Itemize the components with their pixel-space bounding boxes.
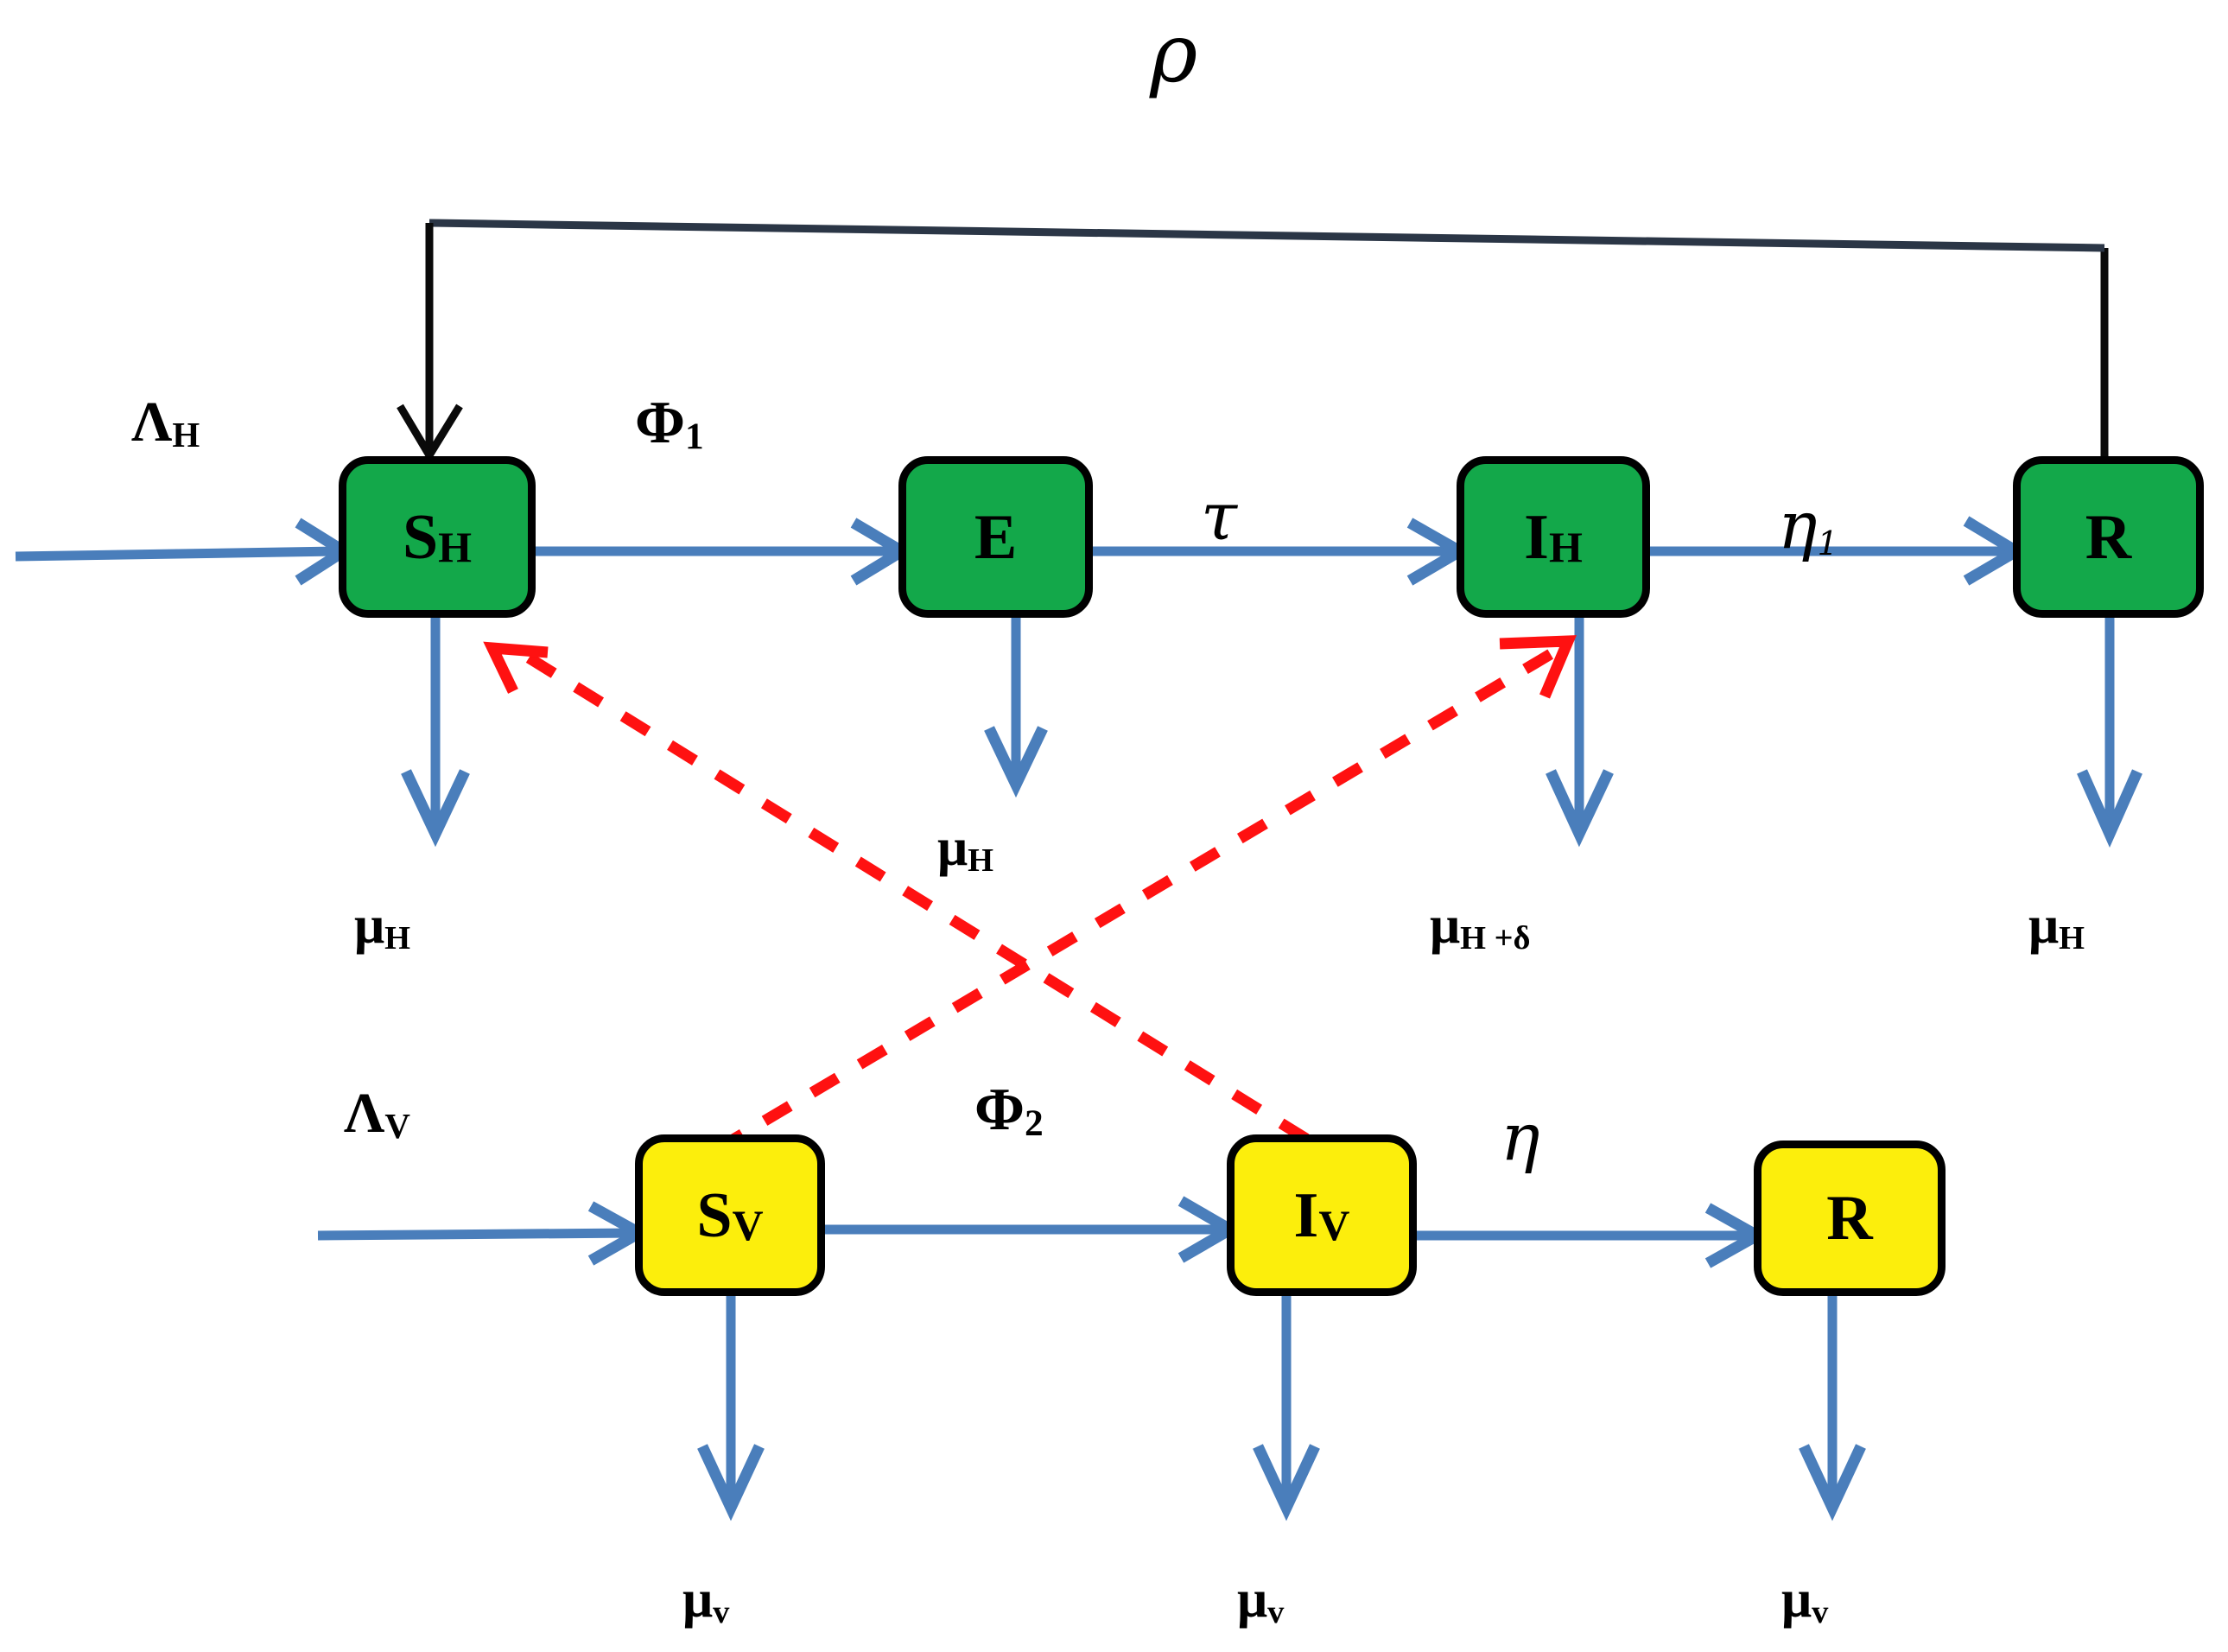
transmission-sv-to-ih-arrow (714, 635, 1577, 1154)
flow-sh-to-e-arrow (536, 518, 913, 586)
label-phi-1: Φ1 (635, 390, 704, 458)
compartment-box-sh[interactable]: SH (339, 456, 536, 618)
label-mu-v-sv: μv (682, 1570, 730, 1630)
outflow-e-mu-arrow (984, 618, 1048, 798)
outflow-rv-mu-arrow (1799, 1296, 1866, 1522)
compartment-label-e: E (974, 501, 1018, 573)
outflow-iv-mu-arrow (1253, 1296, 1320, 1522)
label-mu-h-e: μH (937, 818, 994, 879)
compartment-box-sv[interactable]: SV (635, 1134, 825, 1296)
label-eta-1: η1 (1778, 486, 1838, 563)
compartment-label-rh: R (2085, 501, 2132, 573)
compartment-label-sv: SV (696, 1179, 764, 1251)
flow-sv-to-iv-arrow (825, 1196, 1241, 1263)
outflow-ih-mu-delta-arrow (1546, 618, 1614, 848)
feedback-arrow-rho (397, 219, 2109, 463)
compartment-label-rv: R (1826, 1183, 1873, 1254)
label-lambda-v: ΛV (344, 1082, 410, 1146)
label-mu-h-rh: μH (2028, 896, 2085, 956)
flow-e-to-ih-arrow (1093, 518, 1471, 586)
vector-inflow-arrow (317, 1201, 651, 1266)
compartment-label-ih: IH (1524, 501, 1583, 573)
compartment-box-iv[interactable]: IV (1227, 1134, 1417, 1296)
outflow-rh-mu-arrow (2077, 618, 2142, 848)
label-phi-2: Φ2 (974, 1077, 1044, 1145)
label-lambda-h: ΛH (131, 391, 200, 454)
flow-iv-to-r-arrow (1408, 1203, 1769, 1268)
label-eta: η (1501, 1098, 1540, 1175)
compartment-box-rh[interactable]: R (2013, 456, 2204, 618)
label-mu-v-iv: μv (1237, 1570, 1285, 1630)
label-rho: ρ (1150, 7, 1198, 101)
compartment-label-sh: SH (402, 501, 473, 573)
outflow-sv-mu-arrow (697, 1296, 765, 1522)
label-mu-h-sh: μH (354, 896, 411, 956)
label-tau: τ (1201, 478, 1238, 555)
compartment-box-ih[interactable]: IH (1457, 456, 1650, 618)
transmission-iv-to-sh-arrow (483, 641, 1310, 1144)
label-mu-h-delta-ih: μH +δ (1430, 896, 1531, 956)
compartment-box-rv[interactable]: R (1754, 1141, 1946, 1296)
outflow-sh-mu-arrow (401, 618, 470, 848)
label-mu-v-rv: μv (1781, 1570, 1829, 1630)
compartment-box-e[interactable]: E (898, 456, 1093, 618)
compartment-label-iv: IV (1293, 1179, 1350, 1251)
host-inflow-arrow (15, 518, 355, 586)
